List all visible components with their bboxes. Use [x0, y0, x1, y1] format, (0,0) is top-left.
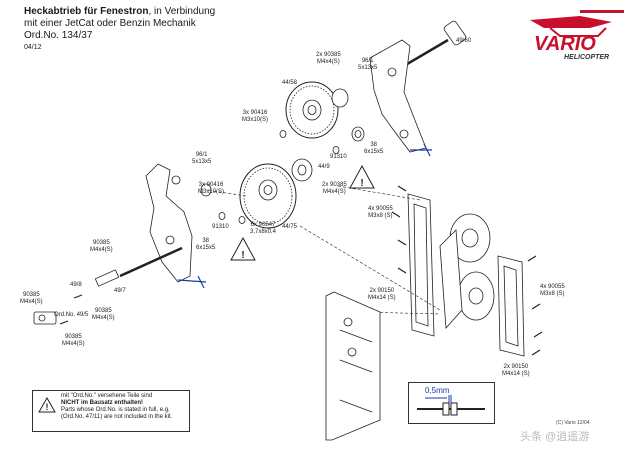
detail-box: 0,5mm [408, 382, 495, 424]
label-90385-coupling: 90385 M4x4(S) [20, 292, 43, 305]
label-38-lower: 38 6x15x5 [196, 238, 216, 251]
svg-text:!: ! [46, 402, 49, 412]
vario-logo: VARIO HELICOPTER [520, 6, 632, 62]
label-90385-left: 90385 M4x4(S) [90, 240, 113, 253]
label-49-8: 49/8 [70, 282, 82, 288]
label-90416-upper: 3x 90416 M3x10(S) [242, 110, 269, 123]
label-96-1-upper: 96/1 5x13x5 [358, 58, 378, 71]
warning-triangle-1 [349, 164, 375, 189]
label-49-7: 49/7 [114, 288, 126, 294]
warning-icon: ! [38, 397, 56, 413]
gear-44-75 [239, 163, 297, 229]
label-38-upper: 38 6x15x5 [364, 142, 384, 155]
dimension-label: 0,5mm [425, 386, 450, 395]
label-90150-right: 2x 90150 M4x14 (S) [502, 364, 530, 377]
logo-sub: HELICOPTER [564, 54, 609, 61]
svg-text:!: ! [241, 250, 244, 261]
label-49-60: 49/60 [456, 38, 472, 44]
note-de-line1: mit "Ord.No." versehene Teile sind [61, 393, 153, 399]
label-44-9: 44/9 [318, 164, 330, 170]
label-91310-upper: 91310 [330, 154, 347, 160]
logo-brand: VARIO [534, 33, 596, 55]
title-bold: Heckabtrieb für Fenestron [24, 6, 149, 17]
label-90385-bottom: 90385 M4x4(S) [62, 334, 85, 347]
date: 04/12 [24, 44, 42, 51]
label-91310-lower: 91310 [212, 224, 229, 230]
warning-triangle-2 [230, 236, 256, 261]
label-90150-left: 2x 90150 M4x14 (S) [368, 288, 396, 301]
label-ord-49-5: Ord.No. 49/5 [54, 312, 89, 318]
shaft-49-8 [94, 246, 183, 287]
mechanic-housing [325, 291, 381, 441]
right-plate-front [497, 255, 525, 357]
left-frame-plate [145, 163, 193, 283]
gap-detail-drawing [417, 395, 485, 416]
label-96-1-lower: 96/1 5x13x5 [192, 152, 212, 165]
coupling-49-5 [33, 311, 57, 325]
label-90055-left: 4x 90055 M3x8 (S) [368, 206, 393, 219]
gear-block [439, 213, 495, 329]
label-90385-shaft: 90385 M4x4(S) [92, 308, 115, 321]
order-number: Ord.No. 134/37 [24, 30, 93, 41]
label-90385-mid: 2x 90385 M4x4(S) [322, 182, 347, 195]
watermark: 头条 @逍遥游 [520, 431, 590, 443]
label-90416-lower: 3x 90416 M3x10(S) [198, 182, 225, 195]
note-en-line2: (Ord.No. 47/11) are not included in the … [61, 414, 173, 420]
header-title: Heckabtrieb für Fenestron, in Verbindung… [24, 6, 215, 54]
note-en-line1: Parts whose Ord.No. is stated in full, e… [61, 407, 170, 413]
note-box: ! mit "Ord.No." versehene Teile sind NIC… [32, 390, 190, 432]
label-90385-upper: 2x 90385 M4x4(S) [316, 52, 341, 65]
title-rest: , in Verbindung [148, 6, 216, 17]
right-plate-back [407, 193, 435, 337]
label-44-58: 44/58 [282, 80, 298, 86]
title-line2: mit einer JetCat oder Benzin Mechanik [24, 18, 196, 29]
svg-text:!: ! [360, 178, 363, 189]
label-44-75: 44/75 [282, 224, 298, 230]
copyright: (C) Vario 12/04 [556, 420, 590, 426]
note-de-line2: NICHT im Bausatz enthalten! [61, 400, 144, 406]
gear-44-58 [285, 81, 339, 139]
label-90547: 6x 90547 3,7x8x0,4 [250, 222, 277, 235]
label-90055-right: 4x 90055 M3x8 (S) [540, 284, 565, 297]
